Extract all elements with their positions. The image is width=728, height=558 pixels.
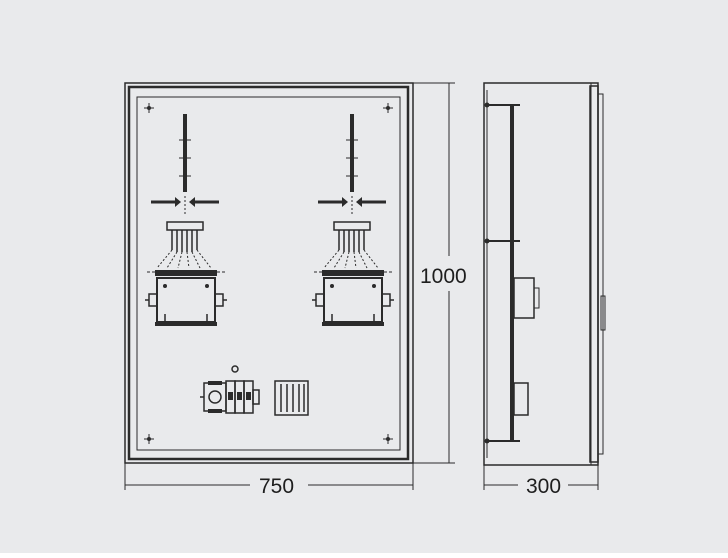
ventilation-grille <box>274 380 309 416</box>
depth-label: 300 <box>526 475 561 498</box>
width-dimension: 750 <box>124 463 414 498</box>
height-dimension: 1000 <box>413 82 467 464</box>
side-mounting-rail <box>510 105 514 441</box>
side-view <box>483 82 606 466</box>
circuit-breaker-group <box>200 365 260 414</box>
width-label: 750 <box>259 475 294 498</box>
front-view <box>124 82 414 464</box>
depth-dimension: 300 <box>483 465 599 498</box>
mounting-plate <box>136 96 401 451</box>
height-label: 1000 <box>420 265 467 288</box>
enclosure-outer-frame <box>124 82 414 464</box>
enclosure-door <box>127 85 410 461</box>
